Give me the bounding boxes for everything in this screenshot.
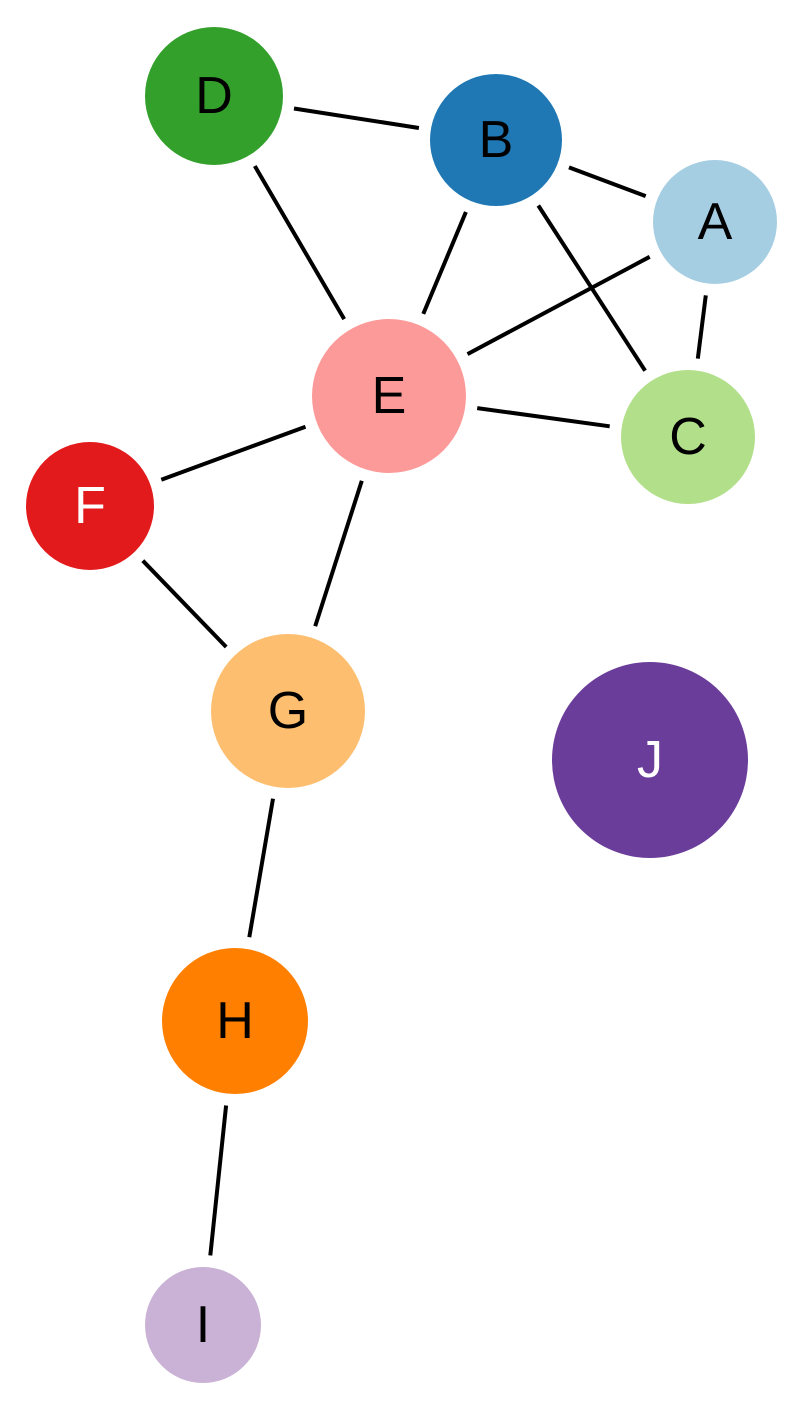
node-g: G [211, 634, 365, 788]
edge-e-g [313, 480, 364, 627]
node-circle-j [552, 662, 748, 858]
node-circle-i [145, 1267, 261, 1383]
edge-f-g [141, 559, 228, 649]
node-circle-f [26, 442, 154, 570]
node-circle-g [211, 634, 365, 788]
edge-b-a [568, 165, 647, 198]
node-i: I [145, 1267, 261, 1383]
node-label-j: J [637, 731, 663, 789]
node-circle-c [621, 370, 755, 504]
node-f: F [26, 442, 154, 570]
node-label-f: F [74, 477, 106, 535]
edge-e-c [476, 406, 610, 429]
edge-a-e [466, 255, 651, 356]
edge-b-e [421, 211, 468, 315]
edge-e-f [160, 424, 307, 482]
node-circle-d [145, 27, 283, 165]
node-label-d: D [195, 67, 233, 125]
edge-a-c [695, 295, 708, 359]
node-label-a: A [698, 193, 733, 251]
node-circle-a [653, 160, 777, 284]
node-d: D [145, 27, 283, 165]
edge-h-i [208, 1105, 229, 1256]
nodes-layer: A B C D E F G H I J [26, 27, 777, 1383]
node-label-b: B [479, 111, 514, 169]
node-circle-h [162, 948, 308, 1094]
node-j: J [552, 662, 748, 858]
node-circle-b [430, 74, 562, 206]
node-label-g: G [268, 682, 308, 740]
node-label-i: I [196, 1296, 210, 1354]
edge-d-e [253, 164, 346, 321]
node-c: C [621, 370, 755, 504]
node-h: H [162, 948, 308, 1094]
edge-g-h [247, 798, 275, 938]
node-label-h: H [216, 992, 254, 1050]
edges-layer [141, 106, 708, 1256]
node-circle-e [312, 319, 466, 473]
node-e: E [312, 319, 466, 473]
node-b: B [430, 74, 562, 206]
node-a: A [653, 160, 777, 284]
edge-d-b [293, 106, 420, 130]
node-label-c: C [669, 408, 707, 466]
node-label-e: E [372, 367, 407, 425]
